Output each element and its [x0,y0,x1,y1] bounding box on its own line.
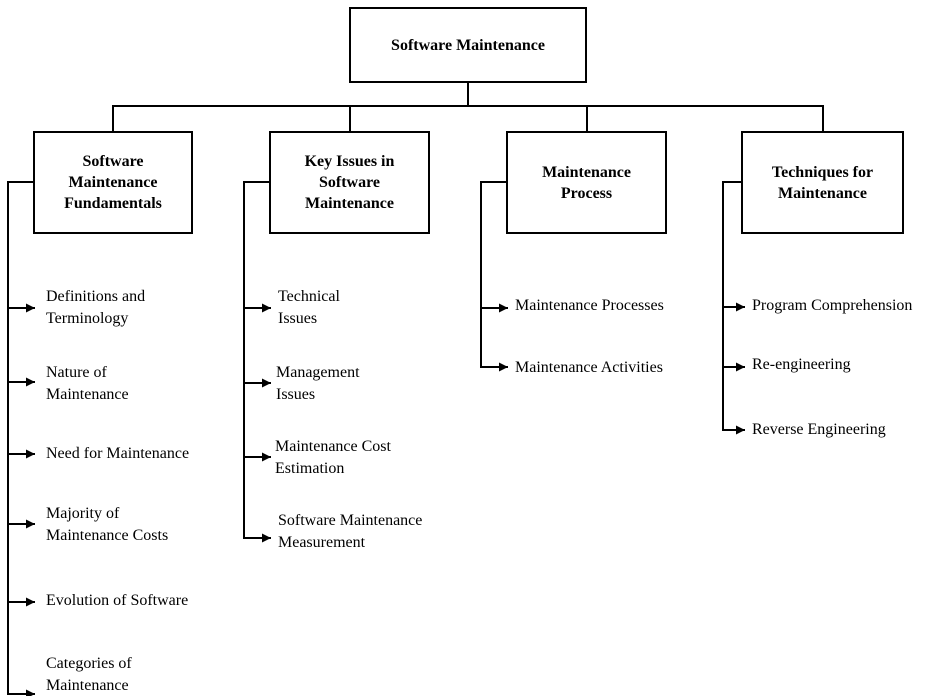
drop-2 [349,105,351,132]
category-process: Maintenance Process [506,131,667,234]
root-stem [467,83,469,106]
spine-1 [7,181,9,695]
leaf-item: Evolution of Software [46,592,189,609]
spine-3-stub [481,181,507,183]
category-title-line: Maintenance [778,184,867,202]
spine-4-stub [723,181,742,183]
category-title-line: Maintenance [542,163,631,181]
category-key-issues: Key Issues in Software Maintenance [269,131,430,234]
spine-2-stub [244,181,270,183]
leaf-item: Maintenance Activities [515,359,663,376]
category-title-line: Fundamentals [64,195,162,212]
category-title-line: Maintenance [305,195,394,212]
root-node: Software Maintenance [349,7,587,83]
spine-1-stub [8,181,34,183]
category-title-line: Techniques for [771,163,874,181]
category-fundamentals: Software Maintenance Fundamentals [33,131,193,234]
spine-3 [480,181,482,368]
root-label: Software Maintenance [391,36,545,54]
leaf-item: Re-engineering [752,356,851,373]
drop-3 [586,105,588,132]
leaf-item: Need for Maintenance [46,445,190,462]
drop-1 [112,105,114,132]
spine-2 [243,181,245,539]
category-title-line: Process [560,184,613,202]
category-title-line: Software [82,153,144,170]
leaf-item: Reverse Engineering [752,421,886,438]
leaf-item: Maintenance Processes [515,297,664,314]
top-bus [112,105,824,107]
drop-4 [822,105,824,132]
category-techniques: Techniques for Maintenance [741,131,904,234]
category-title-line: Software [318,174,380,191]
category-title-line: Key Issues in [304,153,395,170]
category-title-line: Maintenance [68,174,158,191]
leaf-item: Program Comprehension [752,297,913,314]
